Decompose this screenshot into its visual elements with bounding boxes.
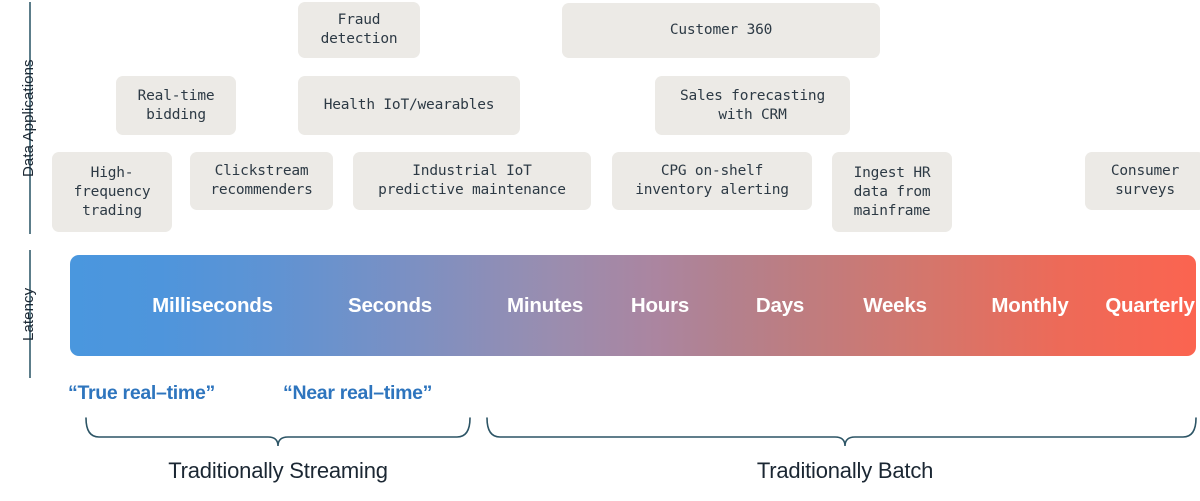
phase-label-true-real-time: “True real–time” <box>68 382 215 404</box>
app-box-customer-360[interactable]: Customer 360 <box>562 3 880 58</box>
app-box-label: Industrial IoT predictive maintenance <box>378 163 566 198</box>
app-box-consumer-surveys[interactable]: Consumer surveys <box>1085 152 1200 210</box>
app-box-industrial-iot-predictive-maintenance[interactable]: Industrial IoT predictive maintenance <box>353 152 591 210</box>
latency-tick-seconds: Seconds <box>347 293 433 317</box>
app-box-label: CPG on-shelf inventory alerting <box>635 163 789 198</box>
app-box-label: Clickstream recommenders <box>210 163 313 198</box>
app-box-health-iot-wearables[interactable]: Health IoT/wearables <box>298 76 520 135</box>
app-box-fraud-detection[interactable]: Fraud detection <box>298 2 420 58</box>
app-box-label: Consumer surveys <box>1110 163 1180 198</box>
latency-tick-weeks: Weeks <box>863 293 927 317</box>
app-box-sales-forecasting-with-crm[interactable]: Sales forecasting with CRM <box>655 76 850 135</box>
app-box-label: Real-time bidding <box>137 87 215 123</box>
latency-tick-milliseconds: Milliseconds <box>152 293 273 317</box>
bracket-traditionally-batch <box>486 417 1197 447</box>
bracket-traditionally-streaming <box>85 417 471 447</box>
app-box-label: High- frequency trading <box>73 164 151 219</box>
axis-label-latency: Latency <box>20 287 37 341</box>
group-label-traditionally-batch: Traditionally Batch <box>756 458 934 483</box>
app-box-label: Ingest HR data from mainframe <box>853 164 931 219</box>
app-box-clickstream-recommenders[interactable]: Clickstream recommenders <box>190 152 333 210</box>
app-box-label: Health IoT/wearables <box>323 97 495 113</box>
latency-tick-days: Days <box>755 293 805 317</box>
latency-tick-monthly: Monthly <box>991 293 1069 317</box>
group-label-traditionally-streaming: Traditionally Streaming <box>168 458 388 483</box>
latency-tick-minutes: Minutes <box>506 293 584 317</box>
axis-rule-latency <box>29 250 31 378</box>
axis-rule-data-applications <box>29 2 31 234</box>
app-box-label: Sales forecasting with CRM <box>679 87 825 123</box>
app-box-ingest-hr-data-from-mainframe[interactable]: Ingest HR data from mainframe <box>832 152 952 232</box>
latency-tick-quarterly: Quarterly <box>1105 293 1195 317</box>
app-box-label: Customer 360 <box>669 22 773 38</box>
app-box-label: Fraud detection <box>320 12 398 47</box>
latency-tick-hours: Hours <box>630 293 690 317</box>
app-box-high-frequency-trading[interactable]: High- frequency trading <box>52 152 172 232</box>
phase-label-near-real-time: “Near real–time” <box>283 382 433 404</box>
app-box-real-time-bidding[interactable]: Real-time bidding <box>116 76 236 135</box>
axis-label-data-applications: Data Applications <box>20 59 37 177</box>
app-box-cpg-on-shelf-inventory-alerting[interactable]: CPG on-shelf inventory alerting <box>612 152 812 210</box>
latency-gradient-bar: Milliseconds Seconds Minutes Hours Days Weeks… <box>70 255 1196 356</box>
